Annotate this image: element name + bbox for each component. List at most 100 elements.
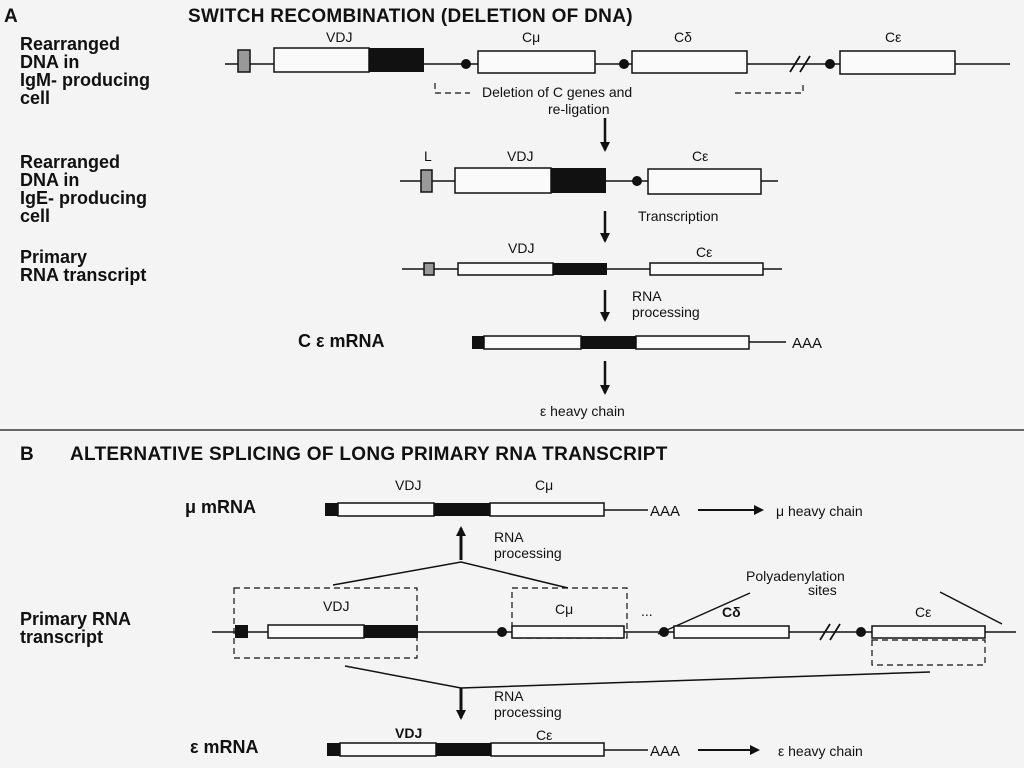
- ce-mrna-label: C ε mRNA: [298, 331, 385, 351]
- break-mark: [789, 55, 811, 73]
- rna-processing-up-line2: processing: [494, 545, 562, 561]
- svg-text:RNA transcript: RNA transcript: [20, 265, 146, 285]
- svg-text:Rearranged: Rearranged: [20, 152, 120, 172]
- vdj-segment: [273, 47, 370, 73]
- transcription-label: Transcription: [638, 208, 718, 224]
- switch-region: [461, 59, 471, 69]
- svg-text:DNA in: DNA in: [20, 52, 79, 72]
- rna-processing-down-line2: processing: [494, 704, 562, 720]
- igm-dna-strand: [225, 47, 1010, 75]
- l-label: L: [424, 148, 432, 164]
- ellipsis: ...: [641, 603, 653, 619]
- c-epsilon-exon: [871, 625, 986, 639]
- c-epsilon-gene: [647, 168, 762, 195]
- primary-transcript-label: Primary RNA transcript: [20, 609, 131, 647]
- c-epsilon-exon: [635, 335, 750, 350]
- vdj-segment: [337, 502, 435, 517]
- epsilon-heavy-chain: ε heavy chain: [540, 403, 625, 419]
- c-epsilon-label: Cε: [692, 148, 708, 164]
- c-mu-label: Cμ: [522, 29, 540, 45]
- svg-text:Polyadenylation: Polyadenylation: [746, 568, 845, 584]
- vdj-dark-segment: [553, 263, 607, 275]
- vdj-dark-segment: [581, 336, 636, 349]
- c-epsilon-exon: [490, 742, 605, 757]
- svg-text:transcript: transcript: [20, 627, 103, 647]
- rna-processing-line1: RNA: [632, 288, 662, 304]
- vdj-segment: [457, 262, 554, 276]
- switch-region: [632, 176, 642, 186]
- c-epsilon-gene: [839, 50, 956, 75]
- vdj-dark-segment: [369, 48, 424, 72]
- splice-join-lines: [332, 561, 569, 589]
- leader-exon: [423, 262, 435, 276]
- c-epsilon-dashed-box: [871, 639, 986, 666]
- vdj-dark-segment: [364, 625, 418, 638]
- primary-rna-label: Primary RNA transcript: [20, 247, 146, 285]
- leader-exon: [235, 625, 248, 638]
- leader-exon: [325, 503, 338, 516]
- c-epsilon-label: Cε: [915, 604, 931, 620]
- c-mu-exon: [511, 625, 625, 639]
- polyadenylation-site: [856, 627, 866, 637]
- rna-processing-down-line1: RNA: [494, 688, 524, 704]
- vdj-label: VDJ: [395, 477, 421, 493]
- poly-a-tail: AAA: [650, 503, 680, 520]
- c-delta-label: Cδ: [674, 29, 692, 45]
- c-delta-exon: [673, 625, 790, 639]
- leader-exon: [472, 336, 484, 349]
- primary-transcript-strand: [212, 623, 1016, 641]
- svg-text:sites: sites: [808, 582, 837, 598]
- mu-mrna: [325, 502, 648, 517]
- mu-heavy-chain: μ heavy chain: [776, 503, 863, 519]
- vdj-dashed-box: [233, 587, 418, 659]
- ige-dna-label: Rearranged DNA in IgE- producing cell: [20, 152, 147, 226]
- c-mu-label: Cμ: [535, 477, 553, 493]
- vdj-segment: [454, 167, 552, 194]
- break-mark: [819, 623, 841, 641]
- section-b-letter: B: [20, 444, 34, 465]
- vdj-label: VDJ: [395, 725, 422, 741]
- deletion-note-line2: re-ligation: [548, 101, 609, 117]
- vdj-segment: [339, 742, 437, 757]
- ce-mrna: [472, 335, 786, 350]
- leader-exon: [327, 743, 340, 756]
- svg-text:IgE- producing: IgE- producing: [20, 188, 147, 208]
- rna-processing-up-line1: RNA: [494, 529, 524, 545]
- c-delta-gene: [631, 50, 748, 74]
- c-epsilon-label: Cε: [696, 244, 712, 260]
- polyadenylation-site: [659, 627, 669, 637]
- vdj-label: VDJ: [323, 598, 349, 614]
- c-mu-gene: [477, 50, 596, 74]
- vdj-segment: [483, 335, 582, 350]
- mu-mrna-label: μ mRNA: [185, 497, 256, 517]
- epsilon-mrna: [327, 742, 648, 757]
- vdj-label: VDJ: [326, 29, 352, 45]
- deletion-note-line1: Deletion of C genes and: [482, 84, 632, 100]
- epsilon-heavy-chain: ε heavy chain: [778, 743, 863, 759]
- c-epsilon-label: Cε: [885, 29, 901, 45]
- c-epsilon-bracket-lines: [939, 591, 1003, 625]
- vdj-dark-segment: [436, 743, 491, 756]
- svg-text:Primary RNA: Primary RNA: [20, 609, 131, 629]
- vdj-label: VDJ: [508, 240, 534, 256]
- section-a-title: SWITCH RECOMBINATION (DELETION OF DNA): [188, 6, 633, 27]
- ige-dna-strand: [400, 167, 778, 195]
- rna-processing-line2: processing: [632, 304, 700, 320]
- switch-region: [619, 59, 629, 69]
- polyadenylation-sites-label: Polyadenylation sites: [746, 568, 845, 598]
- deletion-bracket: [434, 83, 804, 94]
- splice-join-lines-lower: [344, 665, 931, 689]
- svg-text:cell: cell: [20, 206, 50, 226]
- leader-exon: [420, 169, 433, 193]
- polyadenylation-site: [497, 627, 507, 637]
- c-delta-label: Cδ: [722, 604, 741, 620]
- switch-region: [825, 59, 835, 69]
- svg-text:Primary: Primary: [20, 247, 87, 267]
- leader-exon: [237, 49, 251, 73]
- section-a-letter: A: [4, 6, 18, 27]
- vdj-segment: [267, 624, 365, 639]
- vdj-label: VDJ: [507, 148, 533, 164]
- poly-a-tail: AAA: [650, 743, 680, 760]
